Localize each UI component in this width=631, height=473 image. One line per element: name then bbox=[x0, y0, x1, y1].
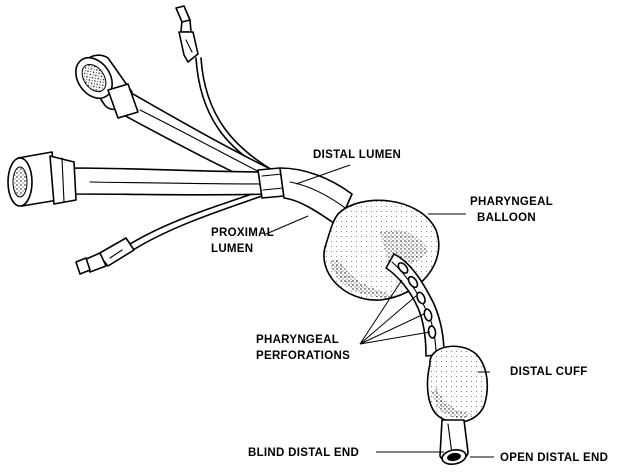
label-proximal-lumen-line1: PROXIMAL bbox=[211, 227, 274, 239]
label-pharyngeal-perforations-line1: PHARYNGEAL bbox=[256, 334, 339, 346]
distal-tip bbox=[439, 419, 469, 466]
lower-pilot-line bbox=[75, 191, 263, 275]
perforation-hole bbox=[416, 291, 426, 305]
label-proximal-lumen-line2: LUMEN bbox=[211, 243, 253, 255]
label-distal-lumen: DISTAL LUMEN bbox=[313, 149, 401, 161]
label-blind-distal-end: BLIND DISTAL END bbox=[248, 447, 359, 459]
lower-lumen-tube bbox=[7, 151, 269, 207]
distal-cuff bbox=[426, 345, 489, 424]
perforation-hole bbox=[397, 262, 409, 274]
label-pharyngeal-balloon-line1: PHARYNGEAL bbox=[470, 196, 553, 208]
labels: DISTAL LUMEN PHARYNGEAL BALLOON PROXIMAL… bbox=[211, 149, 608, 464]
label-open-distal-end: OPEN DISTAL END bbox=[500, 452, 608, 464]
label-pharyngeal-perforations-line2: PERFORATIONS bbox=[256, 350, 350, 362]
leader-lines bbox=[265, 164, 494, 458]
perforated-tube bbox=[385, 253, 445, 357]
label-distal-cuff: DISTAL CUFF bbox=[510, 366, 588, 378]
perforation-hole bbox=[407, 275, 419, 289]
label-pharyngeal-balloon-line2: BALLOON bbox=[477, 212, 536, 224]
perforation-hole bbox=[423, 308, 433, 322]
